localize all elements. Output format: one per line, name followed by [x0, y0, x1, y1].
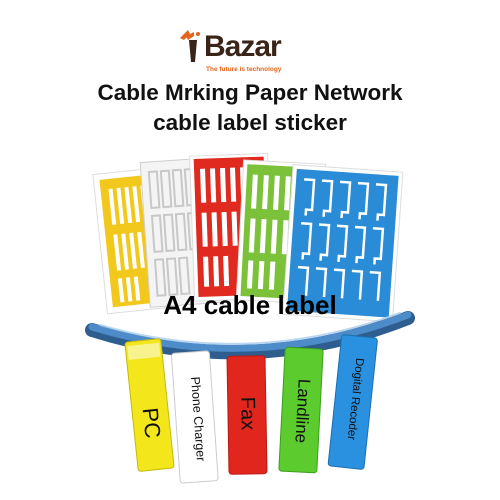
- product-caption: A4 cable label: [163, 290, 337, 320]
- product-title-line-1: Cable Mrking Paper Network: [97, 80, 403, 105]
- tag-pc: [124, 338, 175, 472]
- tag-landline: [278, 346, 324, 474]
- brand-name: Bazar: [204, 30, 282, 63]
- cable-tags: [124, 334, 378, 484]
- tag-fax: [226, 355, 268, 475]
- tag-label-pc: PC: [137, 406, 166, 440]
- blue-label-sheet: [282, 164, 404, 323]
- brand-logo: Bazar The future is technology: [176, 26, 326, 78]
- brand-tagline: The future is technology: [206, 66, 282, 73]
- label-sheets: [92, 152, 404, 323]
- tag-dogital-recoder: [327, 334, 378, 470]
- product-title-line-2: cable label sticker: [153, 110, 347, 135]
- tag-phone-charger: [171, 350, 219, 484]
- product-image: [85, 152, 415, 484]
- brand-mark-icon: [180, 30, 200, 62]
- tag-label-fax: Fax: [236, 396, 259, 431]
